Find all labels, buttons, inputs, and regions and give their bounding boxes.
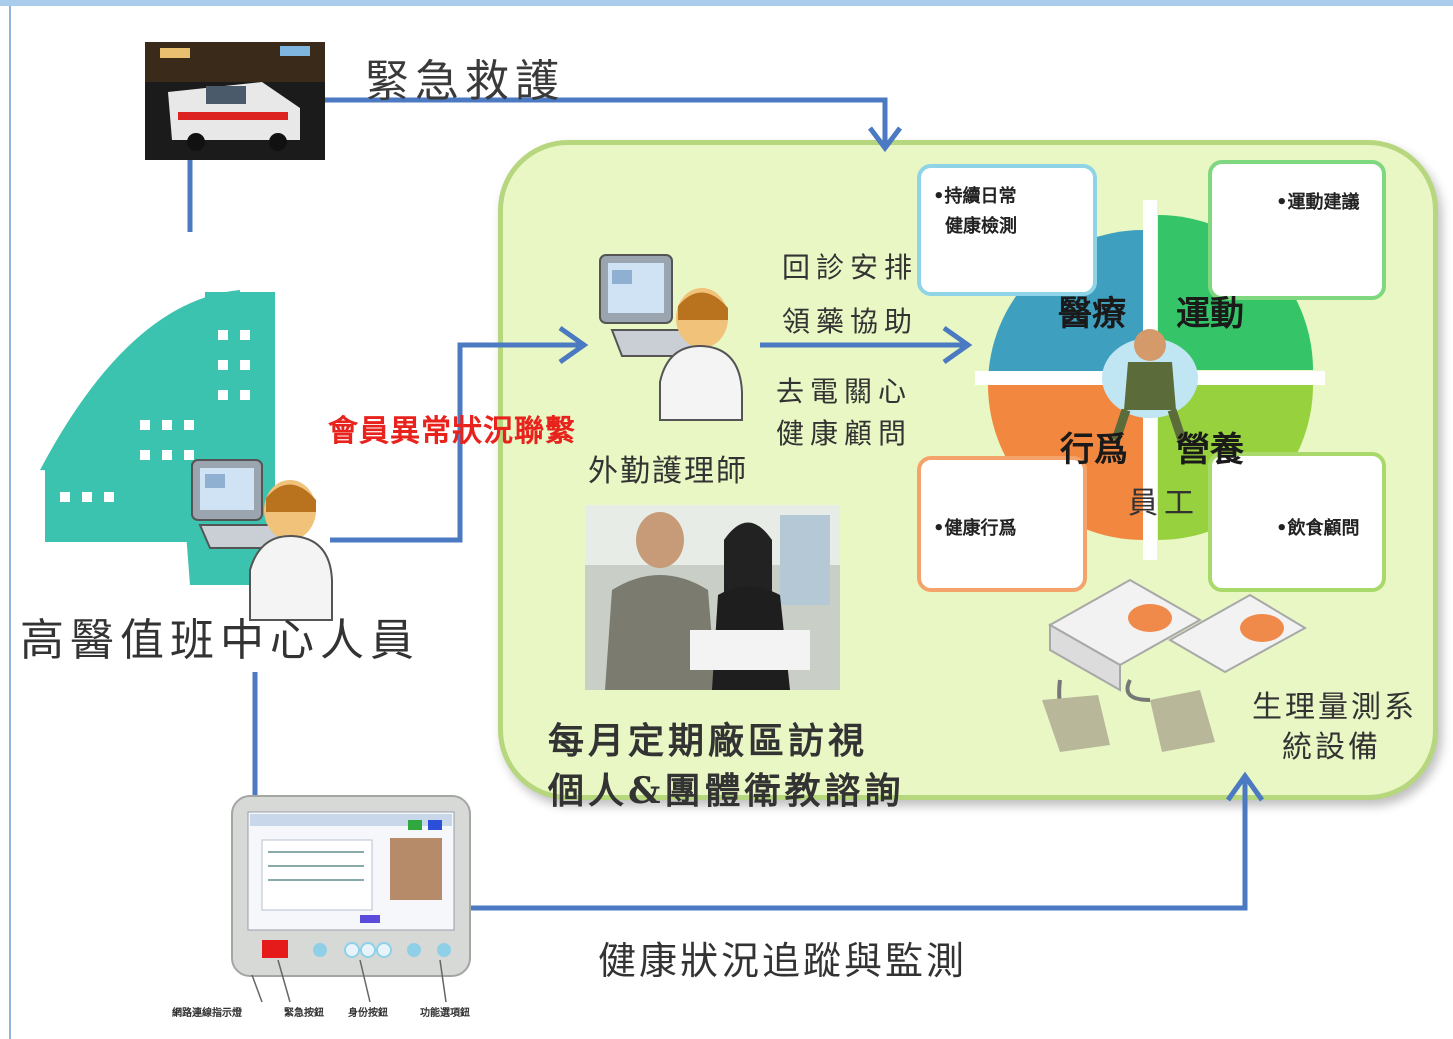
return-visit-label: 回診安排 [782,251,919,284]
device-caption-net: 網路連線指示燈 [172,1008,242,1019]
card-exercise-advice-label: •運動建議 [1276,192,1360,213]
member-contact-arrow [330,342,580,543]
wheel-exercise-label: 運動 [1176,294,1244,334]
device-label-line2: 統設備 [1282,730,1381,765]
card-diet-advice-label: •飲食顧問 [1276,518,1360,539]
emergency-arrow [322,97,888,145]
device-caption-emergency: 緊急按鈕 [284,1008,324,1019]
card-health-behavior: •健康行爲 [917,456,1087,592]
left-border [9,6,11,1039]
card-diet-advice: •飲食顧問 [1208,452,1386,592]
wheel-nutrition-label: 營養 [1176,430,1244,470]
emergency-label: 緊急救護 [365,56,565,107]
card-health-behavior-label: •健康行爲 [933,518,1017,539]
member-contact-label: 會員異常狀況聯繫 [328,414,576,449]
device-label-line1: 生理量測系 [1252,690,1417,725]
device-caption-identity: 身份按鈕 [348,1008,388,1019]
hospital-building-icon [40,290,310,585]
card-exercise-advice: •運動建議 [1208,160,1386,300]
tracking-arrow [470,780,1248,911]
nurse-computer-icon [599,254,743,421]
duty-center-staff-label: 高醫值班中心人員 [20,615,420,666]
consultation-photo [585,505,840,690]
staff-computer-icon [191,459,333,621]
medicine-help-label: 領藥協助 [782,305,919,338]
health-advisor-label: 健康顧問 [776,417,913,450]
card-daily-health: •持續日常 健康檢測 [917,164,1097,296]
monthly-visit-label: 每月定期廠區訪視 [548,720,869,762]
top-border [0,0,1453,6]
device-caption-menu: 功能選項鈕 [420,1008,470,1019]
health-tracking-label: 健康狀況追蹤與監測 [598,939,968,983]
wheel-medical-label: 醫療 [1058,294,1126,334]
group-education-label: 個人&團體衛教諮詢 [548,770,905,812]
wheel-behavior-label: 行爲 [1060,430,1128,470]
ambulance-photo [145,42,325,160]
employee-label: 員工 [1128,486,1200,521]
measuring-devices [1042,578,1308,752]
phone-care-label: 去電關心 [776,375,913,408]
field-nurse-label: 外勤護理師 [588,454,748,489]
card-daily-health-line2: 健康檢測 [945,216,1017,237]
monitoring-device [231,795,471,1003]
card-daily-health-line1: •持續日常 [933,186,1017,207]
